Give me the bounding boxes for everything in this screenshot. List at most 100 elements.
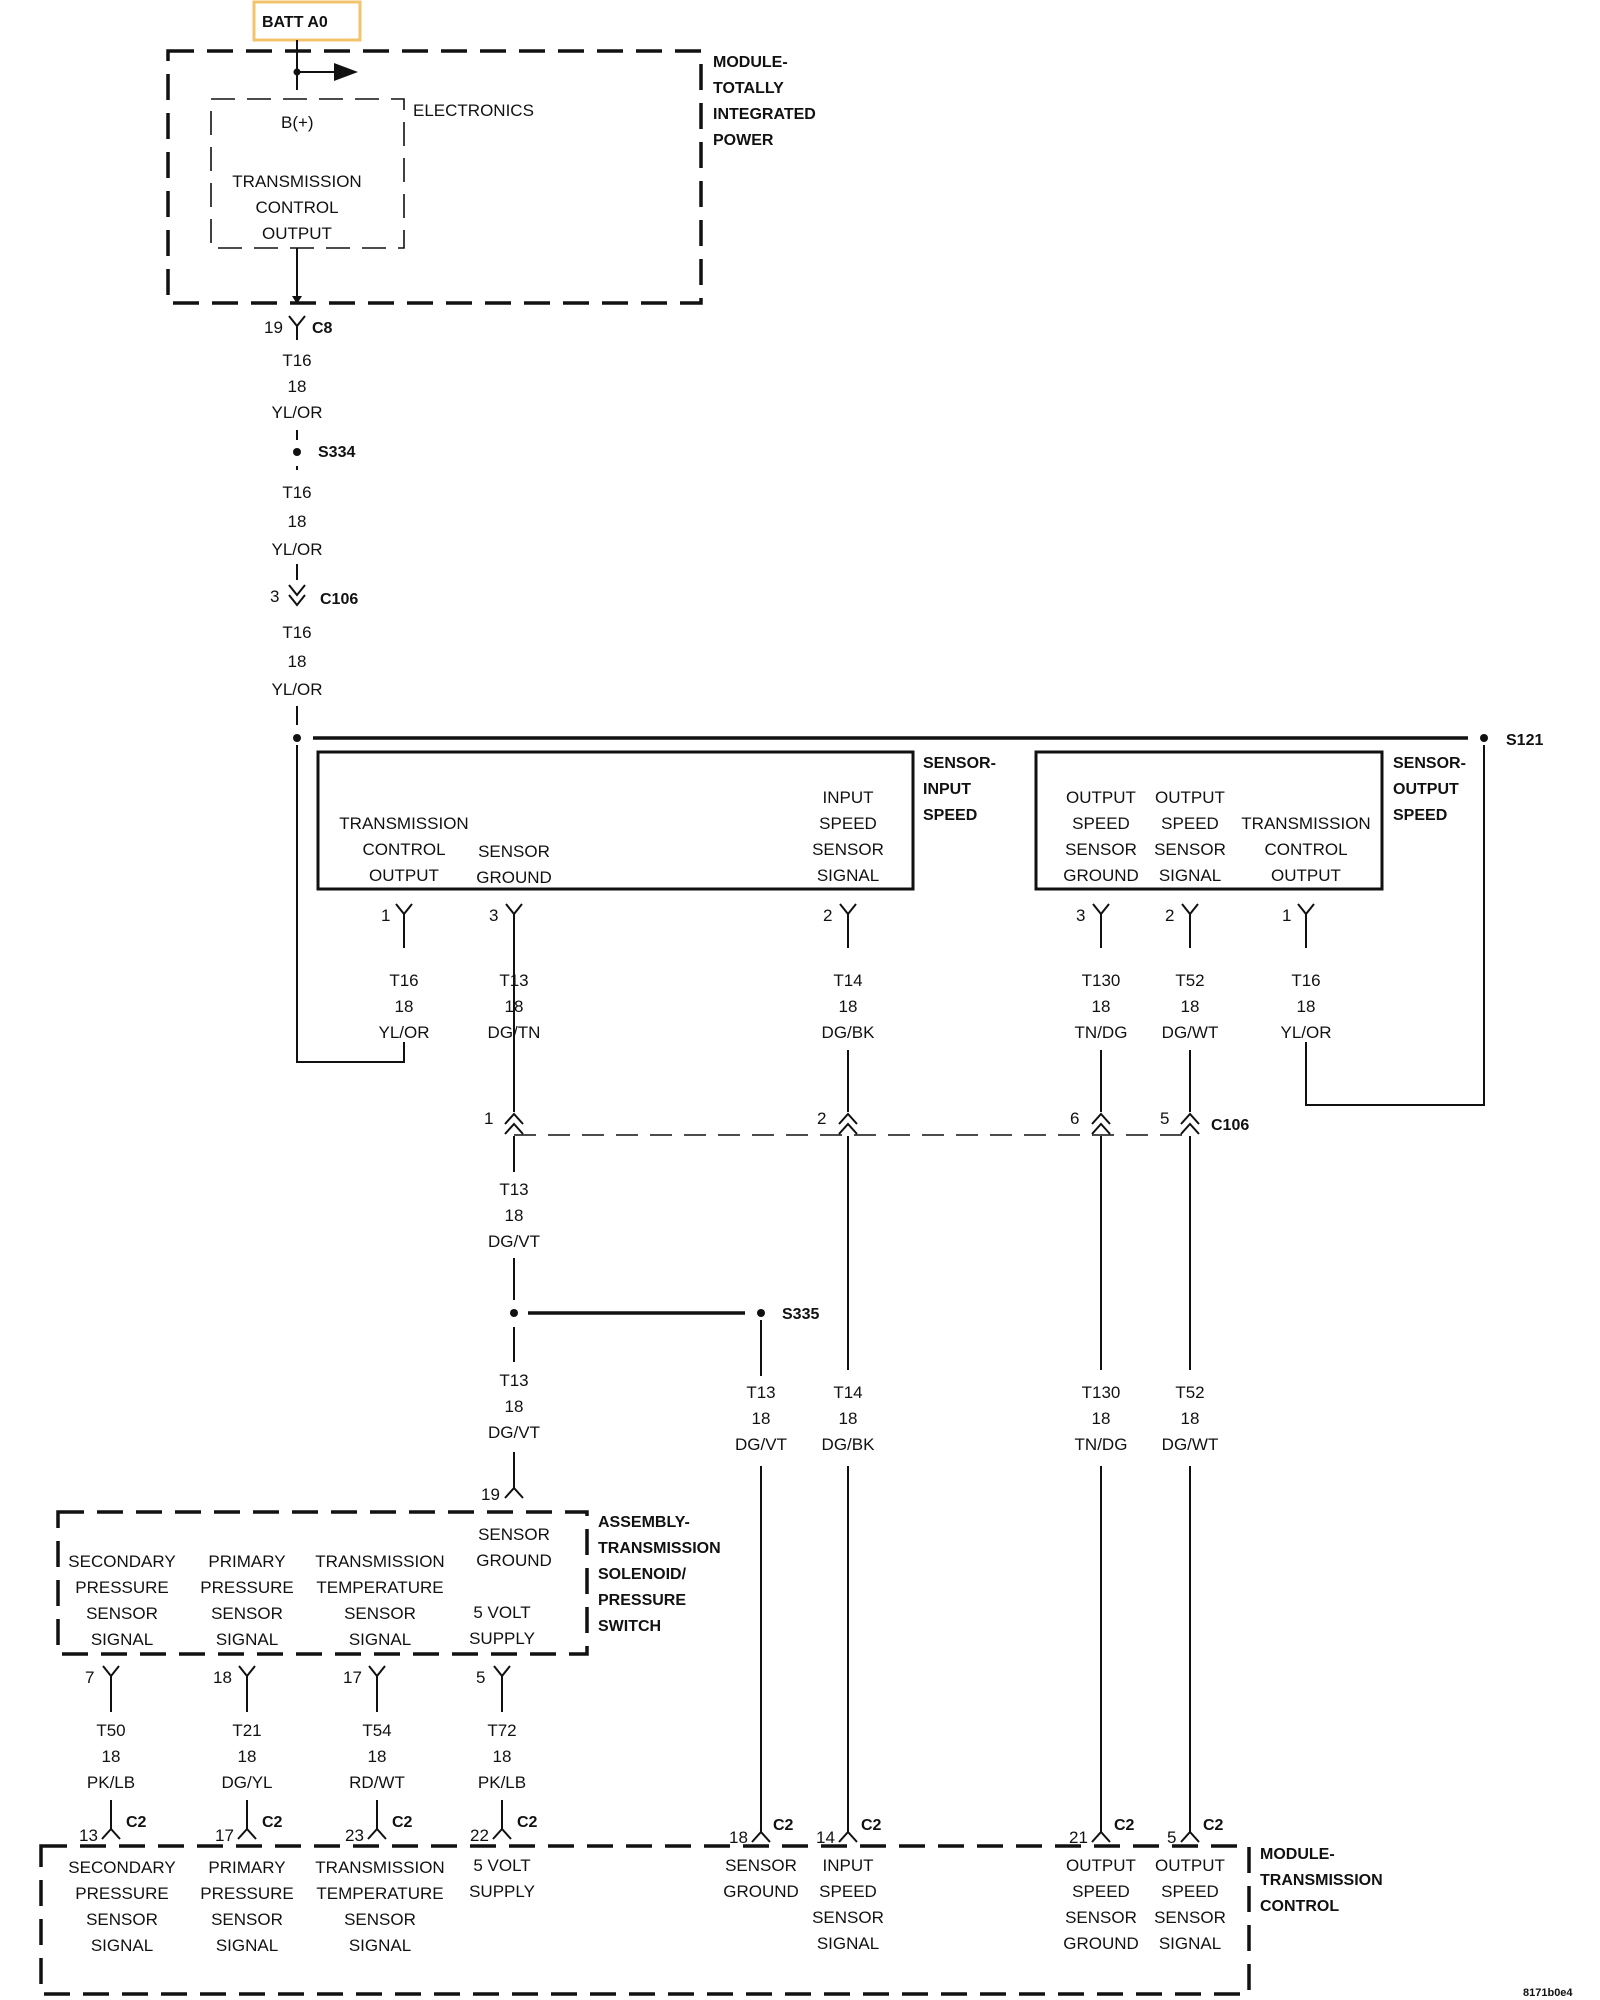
svg-text:T13: T13 [499,1180,528,1199]
svg-text:SENSOR: SENSOR [211,1910,283,1929]
svg-text:23: 23 [345,1826,364,1845]
svg-text:GROUND: GROUND [723,1882,799,1901]
svg-text:DG/WT: DG/WT [1162,1435,1219,1454]
output-sensor-tco: TRANSMISSION CONTROL OUTPUT [1241,814,1370,885]
tipm-tco-label: TRANSMISSION CONTROL OUTPUT [232,172,361,243]
low-wires [110,1800,503,1830]
svg-text:SENSOR: SENSOR [211,1604,283,1623]
svg-text:C2: C2 [262,1814,283,1831]
svg-text:OUTPUT: OUTPUT [262,224,332,243]
svg-text:DG/TN: DG/TN [488,1023,541,1042]
svg-text:14: 14 [816,1828,835,1847]
svg-text:T14: T14 [833,971,862,990]
s335-label: S335 [782,1306,819,1323]
svg-text:OUTPUT: OUTPUT [1393,781,1459,798]
svg-text:2: 2 [823,906,832,925]
svg-text:SPEED: SPEED [1393,807,1447,824]
batt-label-frame [252,0,362,42]
output-sensor-gnd: OUTPUT SPEED SENSOR GROUND [1063,788,1139,885]
input-sensor-name: SENSOR- INPUT SPEED [923,755,996,824]
svg-text:TRANSMISSION: TRANSMISSION [315,1858,444,1877]
svg-text:18: 18 [288,512,307,531]
svg-text:SIGNAL: SIGNAL [91,1936,153,1955]
svg-text:SENSOR: SENSOR [1065,1908,1137,1927]
svg-text:SIGNAL: SIGNAL [349,1936,411,1955]
svg-text:18: 18 [1092,997,1111,1016]
svg-text:T52: T52 [1175,971,1204,990]
tcm-box [39,1844,1251,1996]
tcm-input-speed: INPUT SPEED SENSOR SIGNAL [812,1856,884,1953]
svg-text:T130: T130 [1082,1383,1121,1402]
solenoid-supply: 5 VOLT SUPPLY [469,1603,535,1648]
input-speed-sensor-box [316,750,915,891]
solenoid-secondary: SECONDARY PRESSURE SENSOR SIGNAL [68,1552,175,1649]
low-wire-labels: T50 18 PK/LB T21 18 DG/YL T54 18 RD/WT T… [87,1721,526,1792]
svg-text:18: 18 [368,1747,387,1766]
svg-text:C2: C2 [1114,1817,1135,1834]
svg-text:2: 2 [1165,906,1174,925]
svg-text:YL/OR: YL/OR [1280,1023,1331,1042]
wire-a-label: T16 18 YL/OR [271,351,322,422]
svg-text:SECONDARY: SECONDARY [68,1552,175,1571]
mid-wires [847,1050,1191,1112]
svg-text:C2: C2 [517,1814,538,1831]
sensor-pin-connectors [395,903,1315,1112]
svg-text:PK/LB: PK/LB [87,1773,135,1792]
svg-text:5 VOLT: 5 VOLT [473,1603,530,1622]
c106-mid-connectors [504,1112,1200,1135]
tipm-electronics-label: ELECTRONICS [413,101,534,120]
svg-text:18: 18 [839,1409,858,1428]
svg-text:TEMPERATURE: TEMPERATURE [316,1578,443,1597]
svg-text:3: 3 [1076,906,1085,925]
s121-label: S121 [1506,732,1543,749]
svg-text:INPUT: INPUT [923,781,971,798]
svg-text:CONTROL: CONTROL [1264,840,1347,859]
s335-splice [757,1309,765,1317]
svg-text:18: 18 [505,1397,524,1416]
svg-text:18: 18 [839,997,858,1016]
svg-text:18: 18 [1181,1409,1200,1428]
c106-mid-pins: 1 2 6 5 [484,1109,1169,1128]
svg-text:PRESSURE: PRESSURE [200,1578,294,1597]
svg-text:18: 18 [213,1668,232,1687]
svg-text:18: 18 [505,997,524,1016]
svg-text:SPEED: SPEED [1072,1882,1130,1901]
svg-text:DG/BK: DG/BK [822,1435,876,1454]
svg-text:T130: T130 [1082,971,1121,990]
svg-text:DG/VT: DG/VT [488,1423,540,1442]
tco-loop-wire-left [296,745,405,1063]
svg-text:18: 18 [752,1409,771,1428]
svg-text:2: 2 [817,1109,826,1128]
svg-text:SIGNAL: SIGNAL [216,1936,278,1955]
svg-text:21: 21 [1069,1828,1088,1847]
tipm-output-arrow [292,296,302,304]
svg-text:C2: C2 [861,1817,882,1834]
svg-text:18: 18 [288,377,307,396]
svg-text:PRIMARY: PRIMARY [208,1552,285,1571]
svg-text:T21: T21 [232,1721,261,1740]
svg-text:TRANSMISSION: TRANSMISSION [598,1540,721,1557]
svg-text:SWITCH: SWITCH [598,1618,661,1635]
svg-text:SENSOR: SENSOR [344,1604,416,1623]
tco-loop-wire-right [1305,745,1485,1106]
tcm-output-ground: OUTPUT SPEED SENSOR GROUND [1063,1856,1139,1953]
svg-text:SIGNAL: SIGNAL [1159,1934,1221,1953]
svg-text:OUTPUT: OUTPUT [1271,866,1341,885]
svg-text:SPEED: SPEED [1161,1882,1219,1901]
svg-text:DG/BK: DG/BK [822,1023,876,1042]
svg-text:SENSOR: SENSOR [344,1910,416,1929]
svg-text:SIGNAL: SIGNAL [91,1630,153,1649]
svg-text:1: 1 [1282,906,1291,925]
svg-text:18: 18 [493,1747,512,1766]
svg-text:OUTPUT: OUTPUT [1066,1856,1136,1875]
tipm-box [166,49,703,305]
svg-text:SUPPLY: SUPPLY [469,1882,535,1901]
drawing-code: 8171b0e4 [1523,1987,1573,1999]
svg-text:PRESSURE: PRESSURE [75,1578,169,1597]
solenoid-assembly-box [56,1510,589,1656]
svg-text:DG/WT: DG/WT [1162,1023,1219,1042]
svg-text:1: 1 [381,906,390,925]
c2-names: C2 C2 C2 C2 C2 C2 C2 C2 [126,1814,1224,1834]
svg-text:SIGNAL: SIGNAL [817,866,879,885]
svg-text:CONTROL: CONTROL [1260,1898,1339,1915]
